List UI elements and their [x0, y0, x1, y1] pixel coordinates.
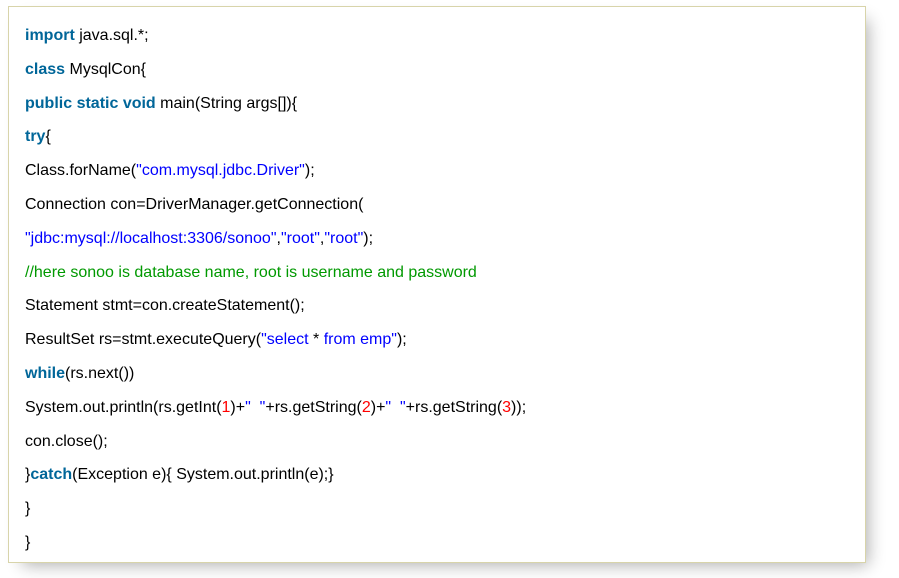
- code-line: System.out.println(rs.getInt(1)+" "+rs.g…: [25, 391, 849, 425]
- code-token-string: "jdbc:mysql://localhost:3306/sonoo": [25, 229, 277, 247]
- code-token-plain: );: [396, 331, 407, 349]
- code-token-number: 3: [502, 398, 512, 416]
- code-line: //here sonoo is database name, root is u…: [25, 256, 849, 290]
- code-token-plain: }: [25, 533, 31, 551]
- code-line: con.close();: [25, 425, 849, 459]
- code-token-plain: )+: [230, 398, 246, 416]
- code-line: import java.sql.*;: [25, 19, 849, 53]
- code-line: class MysqlCon{: [25, 53, 849, 87]
- code-token-number: 2: [361, 398, 371, 416]
- code-line: Connection con=DriverManager.getConnecti…: [25, 188, 849, 222]
- code-line: }: [25, 526, 849, 560]
- code-token-keyword: class: [25, 60, 66, 78]
- code-token-plain: MysqlCon{: [65, 60, 146, 78]
- code-token-string: " ": [245, 398, 266, 416]
- code-token-plain: *: [313, 331, 320, 349]
- code-token-string: " ": [385, 398, 406, 416]
- code-line: }: [25, 492, 849, 526]
- code-token-keyword: public: [25, 94, 73, 112]
- code-token-plain: main(String args[]){: [155, 94, 298, 112]
- code-token-comment: //here sonoo is database name, root is u…: [25, 263, 477, 281]
- code-block: import java.sql.*;class MysqlCon{public …: [25, 19, 849, 560]
- code-token-keyword: static: [76, 94, 119, 112]
- code-token-keyword: import: [25, 27, 75, 44]
- code-snippet-box: import java.sql.*;class MysqlCon{public …: [8, 6, 866, 563]
- code-token-plain: System.out.println(rs.getInt(: [25, 398, 222, 416]
- code-token-plain: }: [25, 466, 31, 484]
- code-token-string: "root": [280, 229, 320, 247]
- code-token-plain: +rs.getString(: [265, 398, 362, 416]
- code-token-plain: Statement stmt=con.createStatement();: [25, 297, 305, 315]
- code-token-plain: +rs.getString(: [405, 398, 503, 416]
- code-token-string: from emp": [319, 331, 397, 349]
- code-token-plain: ));: [511, 398, 527, 416]
- code-line: ResultSet rs=stmt.executeQuery("select *…: [25, 323, 849, 357]
- code-token-plain: );: [363, 229, 374, 247]
- code-token-plain: (Exception e){ System.out.println(e);}: [72, 466, 334, 484]
- code-token-plain: )+: [370, 398, 386, 416]
- code-token-plain: {: [45, 128, 51, 146]
- code-token-plain: Class.forName(: [25, 162, 137, 180]
- code-token-plain: ,: [276, 229, 281, 247]
- code-token-number: 1: [221, 398, 231, 416]
- code-line: }catch(Exception e){ System.out.println(…: [25, 458, 849, 492]
- code-token-plain: java.sql.*;: [74, 27, 149, 44]
- code-token-string: "root": [324, 229, 364, 247]
- code-token-plain: (rs.next()): [65, 364, 135, 382]
- code-line: public static void main(String args[]){: [25, 87, 849, 121]
- code-token-string: "com.mysql.jdbc.Driver": [136, 162, 305, 180]
- code-token-keyword: catch: [30, 466, 73, 484]
- code-token-plain: Connection con=DriverManager.getConnecti…: [25, 195, 364, 213]
- code-token-plain: ResultSet rs=stmt.executeQuery(: [25, 331, 262, 349]
- code-line: Class.forName("com.mysql.jdbc.Driver");: [25, 154, 849, 188]
- code-token-plain: con.close();: [25, 432, 108, 450]
- code-token-keyword: void: [122, 94, 156, 112]
- code-token-plain: }: [25, 500, 31, 518]
- code-token-plain: );: [304, 162, 315, 180]
- code-line: try{: [25, 120, 849, 154]
- code-line: Statement stmt=con.createStatement();: [25, 289, 849, 323]
- code-token-plain: ,: [319, 229, 325, 247]
- code-token-keyword: while: [25, 364, 66, 382]
- code-line: "jdbc:mysql://localhost:3306/sonoo","roo…: [25, 222, 849, 256]
- code-token-string: "select: [261, 331, 314, 349]
- code-line: while(rs.next()): [25, 357, 849, 391]
- code-token-keyword: try: [25, 128, 46, 146]
